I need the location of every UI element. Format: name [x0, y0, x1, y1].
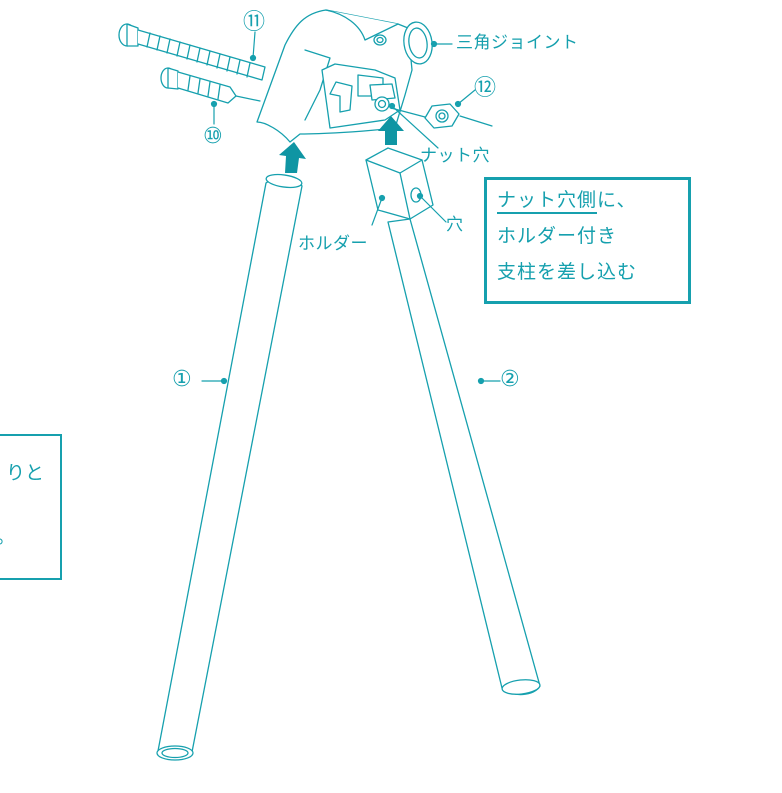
hole-label: 穴	[446, 215, 464, 235]
holder-label: ホルダー	[298, 234, 368, 254]
triangle-joint	[256, 9, 433, 143]
triangle-joint-label: 三角ジョイント	[456, 33, 579, 53]
nut	[424, 103, 460, 129]
leader-holder	[371, 197, 383, 226]
short-bolt	[160, 67, 237, 104]
part-12-label: ⑫	[474, 76, 497, 101]
part-1-label: ①	[172, 367, 193, 392]
instruction-callout: ナット穴側に、 ホルダー付き 支柱を差し込む	[484, 177, 691, 304]
callout-line-1: ナット穴側に、	[497, 189, 688, 214]
part-10-label: ⑩	[203, 124, 224, 149]
nut-hole-label: ナット穴	[420, 146, 490, 166]
callout-line-1-rest: に、	[597, 189, 637, 211]
insert-arrow-right	[378, 116, 404, 145]
leader-part-12	[457, 89, 476, 105]
leader-nut-hole	[391, 105, 439, 149]
pole-1	[156, 173, 303, 761]
insert-arrow-left	[279, 142, 306, 173]
partial-note-line-2: 。	[0, 528, 15, 547]
leader-part-11	[252, 31, 256, 59]
long-bolt	[118, 23, 266, 81]
partial-note-line-1: りと	[6, 462, 45, 484]
callout-nut-hole-side: ナット穴側	[497, 189, 598, 214]
part-2-label: ②	[500, 367, 521, 392]
leader-hole	[419, 195, 447, 223]
pole-2	[387, 218, 541, 696]
part-11-label: ⑪	[243, 10, 266, 35]
callout-line-3: 支柱を差し込む	[497, 260, 638, 283]
callout-line-2: ホルダー付き	[497, 224, 618, 247]
partial-note-box: りと 。	[0, 434, 62, 580]
